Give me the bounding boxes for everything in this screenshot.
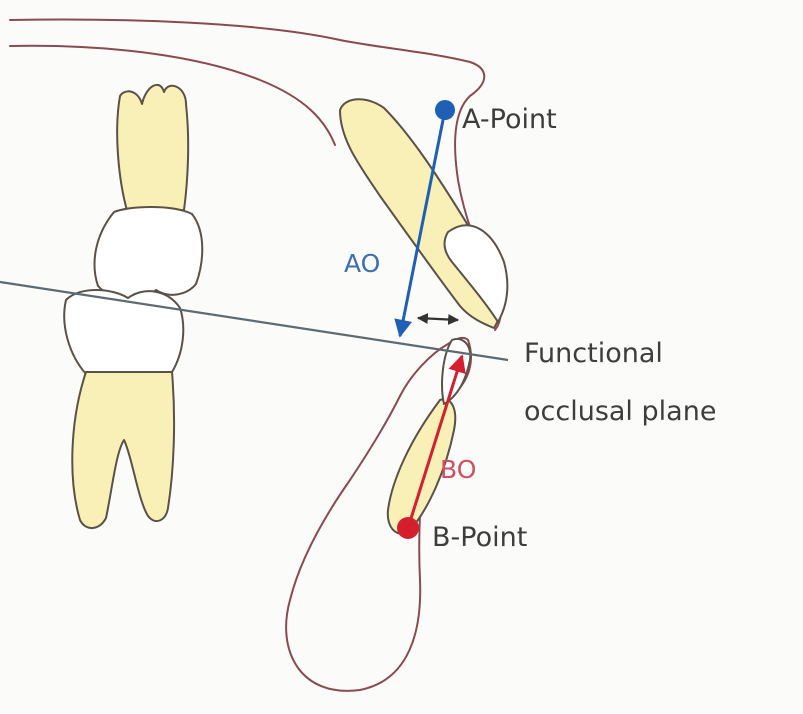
occlusal-plane-label-line1: Functional [524, 338, 663, 369]
ao-label: AO [344, 249, 380, 278]
b-point-label: B-Point [432, 522, 527, 553]
a-point-label: A-Point [462, 104, 557, 135]
a-point-marker [435, 100, 455, 120]
bo-label: BO [440, 455, 476, 484]
upper-molar-crown [95, 207, 203, 298]
lower-molar-crown [64, 290, 183, 374]
wits-distance-arrow [418, 318, 458, 320]
b-point-marker [397, 517, 419, 539]
upper-molar [117, 85, 188, 214]
occlusal-plane-label-line2: occlusal plane [524, 396, 716, 427]
lower-molar-root [72, 372, 174, 528]
